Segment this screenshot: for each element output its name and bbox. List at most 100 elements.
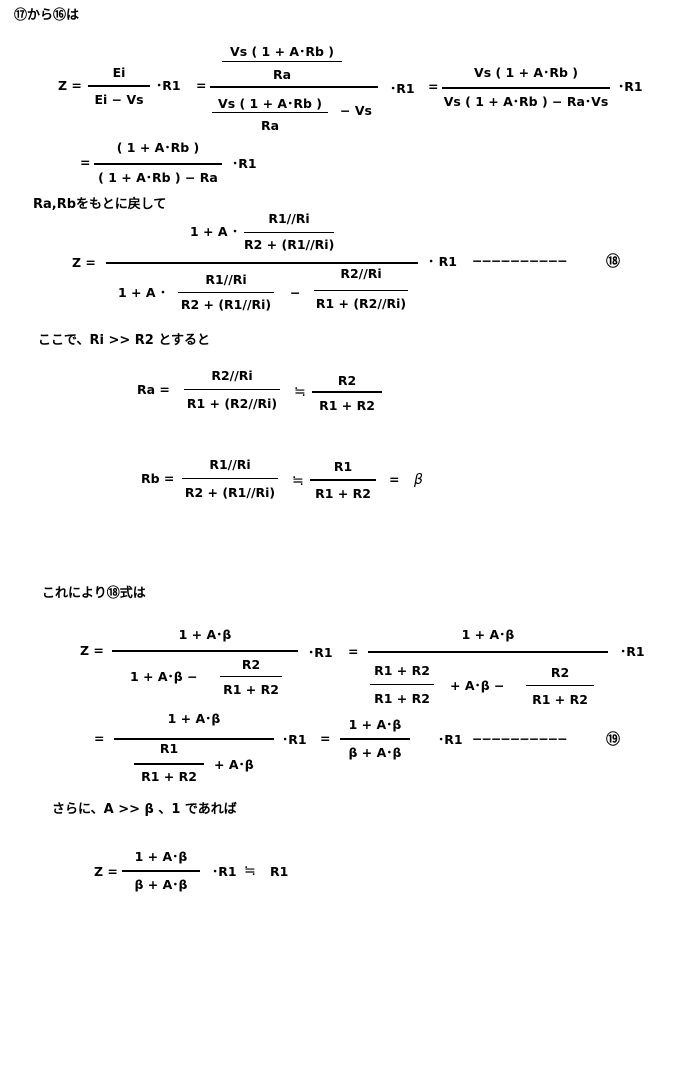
- eq19b-num2: 1 + A･β: [348, 717, 402, 732]
- eq1-lhs: Z =: [58, 78, 82, 93]
- rb-den2: R1 + R2: [315, 486, 371, 501]
- eq18-top-den: R2 + (R1//Ri): [244, 237, 335, 252]
- eq19b-label: ⑲: [606, 732, 620, 748]
- eq19b-den-suffix: + A･β: [214, 757, 254, 772]
- fraction-bar: [442, 87, 610, 89]
- eq19b-eq: =: [94, 731, 105, 746]
- fraction-bar: [182, 478, 278, 479]
- eq1-bigden-num: Vs ( 1 + A･Rb ): [218, 96, 322, 111]
- eq18-top-prefix: 1 + A ･: [190, 224, 239, 239]
- heading-3: ここで、Ri >> R2 とすると: [38, 333, 210, 348]
- rb-num2: R1: [333, 459, 353, 474]
- heading-4: これにより⑱式は: [42, 586, 146, 601]
- final-den: β + A･β: [134, 877, 188, 892]
- eq1-bignum-num: Vs ( 1 + A･Rb ): [230, 44, 334, 59]
- eq1-f3-den: Vs ( 1 + A･Rb ) − Ra･Vs: [443, 94, 609, 109]
- eq18-bot-minus: −: [290, 285, 301, 300]
- eq19a-eq: =: [348, 644, 359, 659]
- final-approx: ≒: [244, 863, 256, 879]
- fraction-bar: [526, 685, 594, 686]
- eq18-r1: ･ R1: [428, 254, 457, 269]
- eq19a-den-n2: R2: [550, 665, 570, 680]
- eq19b-den2: β + A･β: [348, 745, 402, 760]
- eq1-bignum-den: Ra: [272, 67, 292, 82]
- heading-2: Ra,Rbをもとに戻して: [33, 197, 167, 212]
- fraction-bar: [184, 389, 280, 390]
- eq19a-den-prefix: 1 + A･β −: [130, 669, 198, 684]
- eq19b-dash: −−−−−−−−−−: [472, 731, 568, 746]
- ra-den: R1 + (R2//Ri): [186, 396, 278, 411]
- fraction-bar: [310, 479, 376, 481]
- eq19b-r1-b: ･R1: [438, 732, 463, 747]
- eq19a-den-d1: R1 + R2: [374, 691, 430, 706]
- eq19a-den-d2: R1 + R2: [532, 692, 588, 707]
- eq19a-den-num: R2: [241, 657, 261, 672]
- eq19b-den-num: R1: [159, 741, 179, 756]
- fraction-bar: [222, 61, 342, 62]
- ra-approx: ≒: [294, 384, 306, 400]
- fraction-bar: [212, 112, 328, 113]
- fraction-bar-main: [114, 738, 274, 740]
- eq19a-den-n1: R1 + R2: [374, 663, 430, 678]
- fraction-bar: [370, 684, 434, 685]
- eq1-r1-b: ･R1: [390, 81, 415, 96]
- rb-approx: ≒: [292, 473, 304, 489]
- fraction-bar-main: [368, 651, 608, 653]
- eq19b-num: 1 + A･β: [167, 711, 221, 726]
- eq19b-eq2: =: [320, 731, 331, 746]
- eq19a-num: 1 + A･β: [178, 627, 232, 642]
- eq19a-den-den: R1 + R2: [223, 682, 279, 697]
- ra-den2: R1 + R2: [319, 398, 375, 413]
- fraction-bar: [134, 763, 204, 765]
- fraction-bar: [340, 738, 410, 740]
- fraction-bar: [244, 232, 334, 233]
- fraction-bar: [220, 676, 282, 677]
- eq18-lhs: Z =: [72, 255, 96, 270]
- heading-1: ⑰から⑯は: [14, 8, 80, 23]
- eq19a-r1-b: ･R1: [620, 644, 645, 659]
- ra-num: R2//Ri: [211, 368, 253, 383]
- eq19a-lhs: Z =: [80, 643, 104, 658]
- fraction-bar: [122, 870, 200, 872]
- eq19a-den-mid: + A･β −: [450, 678, 505, 693]
- fraction-bar-main: [210, 86, 378, 88]
- eq2-eq: =: [80, 155, 91, 170]
- ra-lhs: Ra =: [137, 382, 170, 397]
- final-lhs: Z =: [94, 864, 118, 879]
- fraction-bar: [88, 85, 150, 87]
- eq1-f3-num: Vs ( 1 + A･Rb ): [474, 65, 578, 80]
- eq2-num: ( 1 + A･Rb ): [116, 140, 200, 155]
- eq19a-r1: ･R1: [308, 645, 333, 660]
- eq1-bigden-minus: − Vs: [340, 103, 372, 118]
- eq18-bot-num2: R2//Ri: [340, 266, 382, 281]
- eq1-r1-a: ･R1: [156, 78, 181, 93]
- eq18-bot-den2: R1 + (R2//Ri): [315, 296, 407, 311]
- fraction-bar-main: [112, 650, 298, 652]
- rb-den: R2 + (R1//Ri): [184, 485, 276, 500]
- heading-5: さらに、A >> β 、1 であれば: [52, 802, 237, 817]
- eq18-bot-den1: R2 + (R1//Ri): [180, 297, 272, 312]
- eq19b-den-den: R1 + R2: [141, 769, 197, 784]
- eq2-den: ( 1 + A･Rb ) − Ra: [98, 170, 218, 185]
- fraction-bar: [178, 292, 274, 293]
- eq1-f1-den: Ei − Vs: [94, 92, 144, 107]
- eq18-dash: −−−−−−−−−−: [472, 253, 568, 268]
- fraction-bar: [94, 163, 222, 165]
- eq18-label: ⑱: [606, 254, 620, 270]
- rb-num: R1//Ri: [209, 457, 251, 472]
- eq18-top-num: R1//Ri: [268, 211, 310, 226]
- eq1-f1-num: Ei: [112, 65, 126, 80]
- eq2-r1: ･R1: [232, 156, 257, 171]
- rb-eq: =: [389, 472, 400, 487]
- eq1-eq-b: =: [428, 79, 439, 94]
- eq1-eq-a: =: [196, 78, 207, 93]
- eq19a-num-b: 1 + A･β: [461, 627, 515, 642]
- eq19b-r1: ･R1: [282, 732, 307, 747]
- eq18-bot-num1: R1//Ri: [205, 272, 247, 287]
- fraction-bar: [314, 290, 408, 291]
- eq1-r1-c: ･R1: [618, 79, 643, 94]
- ra-num2: R2: [337, 373, 357, 388]
- eq18-bot-prefix: 1 + A ･: [118, 285, 167, 300]
- rb-beta: β: [414, 472, 423, 488]
- rb-lhs: Rb =: [141, 471, 175, 486]
